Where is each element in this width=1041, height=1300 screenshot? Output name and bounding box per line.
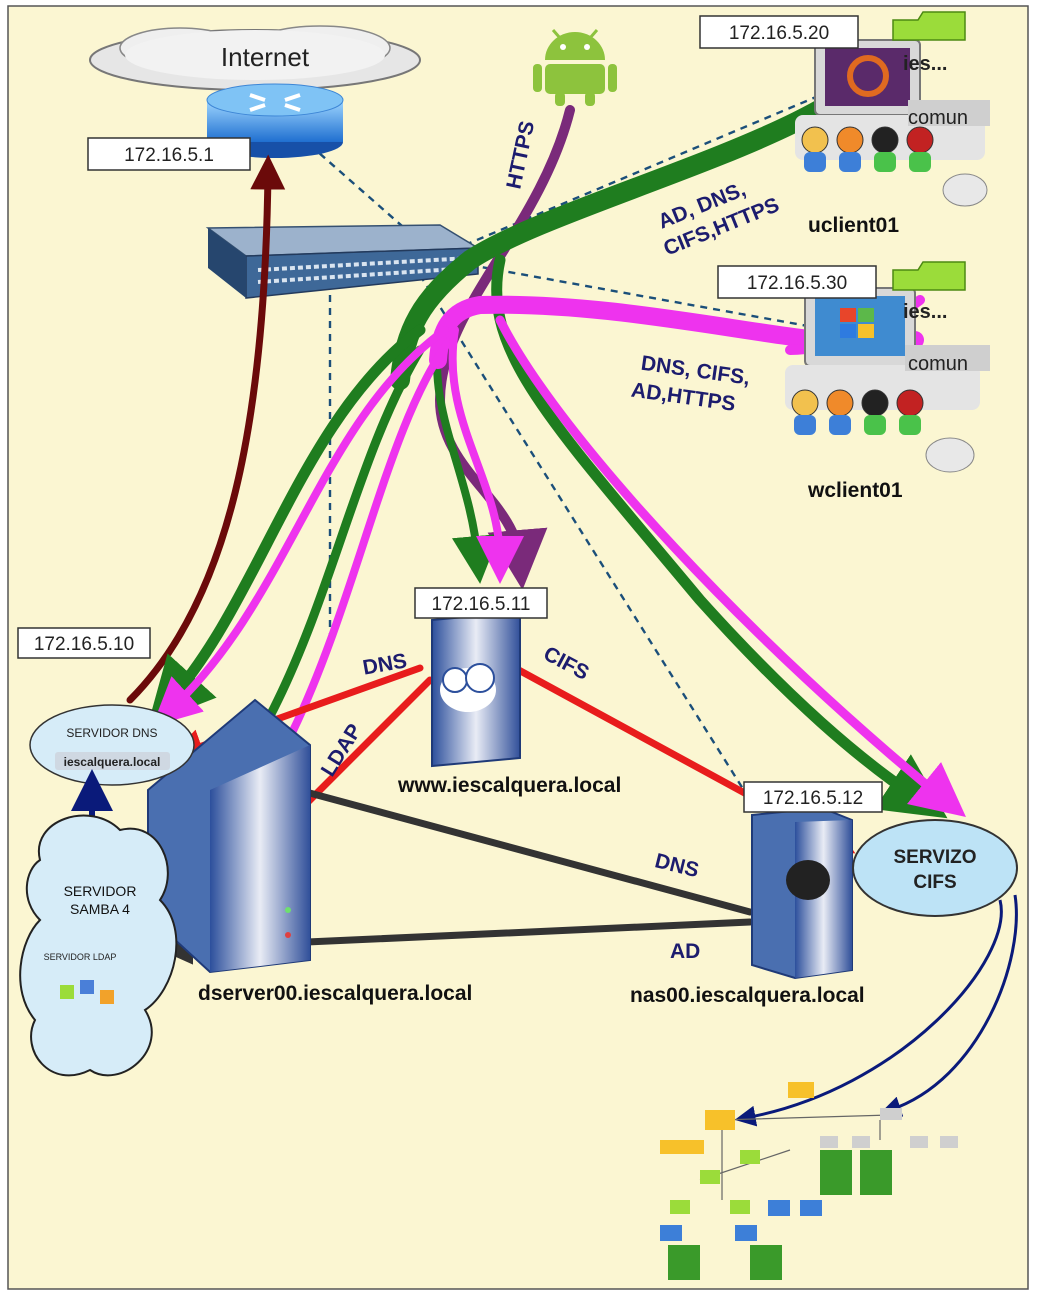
ldap-tree-icon: [60, 980, 114, 1004]
dserver-tower-icon: [147, 698, 311, 974]
share-tree-thumbnail: [660, 1082, 958, 1280]
android-icon: [533, 29, 617, 106]
dns-cloud-icon: [29, 704, 195, 786]
nas-ad-label: AD: [670, 940, 700, 963]
flow-wclient-magenta-www: [448, 326, 524, 584]
internet-cloud-icon: [89, 25, 421, 91]
cifs-tree-links: [734, 894, 1018, 1127]
uclient01-ip-box: [699, 15, 859, 49]
uclient01-mouse-icon: [942, 173, 988, 207]
samba-title-line2: SAMBA 4: [70, 901, 130, 917]
router-ip: 172.16.5.1: [124, 145, 214, 166]
dns-zone-box: [55, 752, 170, 770]
uclient01-comun-folder-icon: [908, 100, 990, 126]
samba-cloud-icon: [19, 814, 178, 1077]
uclient01-folder-icon: [892, 11, 966, 41]
dns-cloud-title: SERVIDOR DNS: [66, 726, 157, 740]
wclient01-users-icon: [791, 389, 924, 435]
wclient01-mouse-icon: [925, 437, 975, 473]
nas-hostname: nas00.iescalquera.local: [630, 984, 865, 1007]
wclient01-folder-ies: ies...: [903, 301, 947, 323]
dns-zone: iescalquera.local: [64, 755, 161, 769]
flow-wclient-magenta-dserver: [152, 326, 449, 727]
wclient01-hostname: wclient01: [807, 479, 903, 502]
wclient01-folder-icon: [892, 261, 966, 291]
router-ip-box: [87, 137, 251, 171]
cifs-title-line1: SERVIZO: [893, 847, 976, 868]
www-server-icon: [431, 610, 521, 768]
nas-ip: 172.16.5.12: [763, 788, 863, 809]
switch-icon: [205, 224, 481, 299]
router-icon: [206, 83, 344, 158]
uclient01-hostname: uclient01: [808, 214, 899, 237]
flow-uclient-green-dserver: [147, 324, 426, 725]
wclient01-ip: 172.16.5.30: [747, 273, 847, 294]
uclient01-folder-ies: ies...: [903, 53, 947, 75]
uclient01-folder-comun: comun: [908, 107, 968, 129]
dserver-ip-box: [17, 627, 151, 659]
ldap-title: SERVIDOR LDAP: [44, 952, 117, 962]
dserver-hostname: dserver00.iescalquera.local: [198, 982, 472, 1005]
flow-wclient-magenta-cifs: [495, 315, 966, 818]
internet-label: Internet: [221, 42, 310, 72]
uclient01-users-icon: [801, 126, 934, 172]
wclient01-comun-folder-icon: [905, 345, 990, 371]
www-hostname: www.iescalquera.local: [397, 774, 621, 797]
cifs-title-line2: CIFS: [913, 872, 956, 893]
www-ip: 172.16.5.11: [432, 594, 531, 615]
wclient01-ip-box: [717, 265, 877, 299]
nas-server-icon: [751, 806, 853, 980]
nas-ip-box: [743, 781, 883, 813]
cifs-cloud-icon: [852, 819, 1018, 917]
uclient01-ip: 172.16.5.20: [729, 23, 829, 44]
dserver-ip: 172.16.5.10: [34, 634, 134, 655]
www-ip-box: [414, 587, 548, 619]
samba-title-line1: SERVIDOR: [64, 883, 137, 899]
wclient01-folder-comun: comun: [908, 353, 968, 375]
